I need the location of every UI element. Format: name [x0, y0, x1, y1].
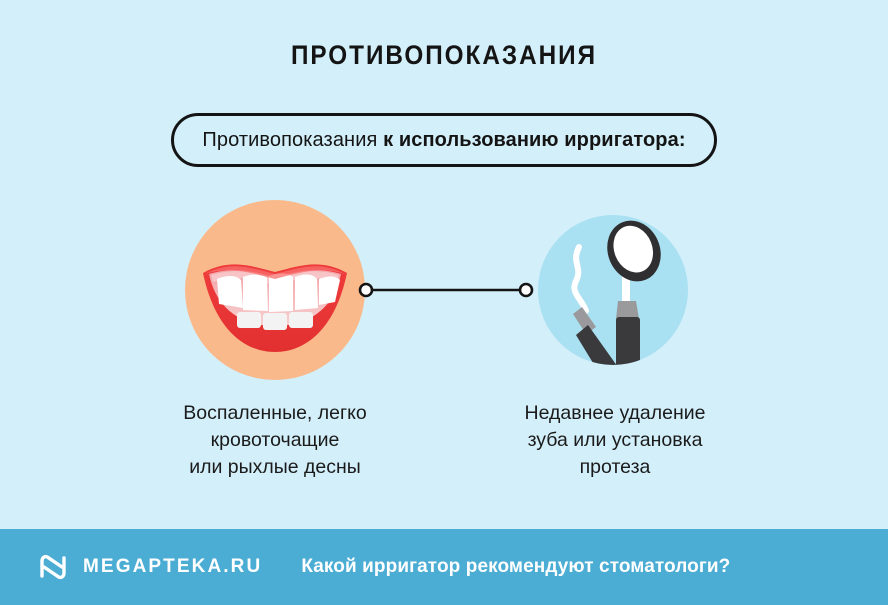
connector-dot-left: [358, 282, 374, 298]
connector-line: [358, 282, 534, 298]
caption-line: кровоточащие: [210, 429, 340, 451]
brand-lockup[interactable]: MEGAPTEKA.RU: [36, 550, 262, 584]
connector-dot-right: [518, 282, 534, 298]
dental-probe: [571, 244, 617, 365]
footer-bar: MEGAPTEKA.RU Какой ирригатор рекомендуют…: [0, 529, 888, 605]
caption-line: зуба или установка: [527, 429, 703, 451]
subtitle-pill-text: Противопоказания к использованию ирригат…: [202, 129, 685, 152]
megapteka-m-logo-icon: [40, 554, 66, 580]
item-icon-circle-gums: [185, 200, 365, 380]
subtitle-pill-container: Противопоказания к использованию ирригат…: [0, 113, 888, 167]
footer-tagline: Какой ирригатор рекомендуют стоматологи?: [301, 556, 731, 577]
dental-mirror: [607, 220, 661, 365]
smiling-mouth-icon: [203, 264, 347, 352]
caption-line: Воспаленные, легко: [183, 402, 367, 424]
brand-name: MEGAPTEKA.RU: [83, 556, 263, 577]
dental-tools-icon: [571, 220, 661, 365]
page-title: ПРОТИВОПОКАЗАНИЯ: [290, 40, 598, 70]
caption-tooth-extraction: Недавнее удаление зуба или установка про…: [465, 400, 765, 481]
subtitle-bold-part: к использованию ирригатора:: [383, 128, 686, 151]
subtitle-regular-part: Противопоказания: [202, 128, 384, 151]
caption-line: протеза: [579, 456, 651, 478]
caption-line: Недавнее удаление: [524, 402, 706, 424]
item-icon-circle-tools: [538, 215, 688, 365]
caption-gums: Воспаленные, легко кровоточащие или рыхл…: [120, 400, 430, 481]
subtitle-pill: Противопоказания к использованию ирригат…: [171, 113, 717, 167]
caption-line: или рыхлые десны: [189, 456, 361, 478]
